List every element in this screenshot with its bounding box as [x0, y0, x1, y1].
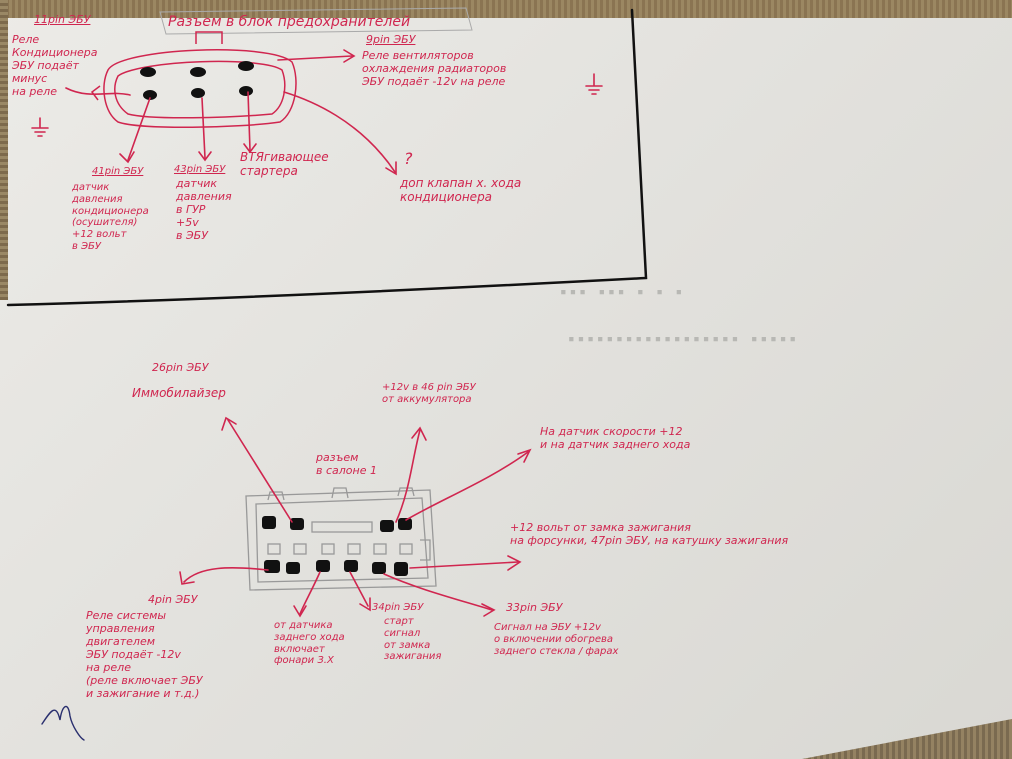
pin11-label: 11pin ЭБУ [34, 13, 91, 26]
bottom-arrows [179, 416, 532, 618]
reverse-sensor-label: от датчика заднего хода включает фонари … [274, 620, 345, 667]
pin34-label: 34pin ЭБУ [372, 602, 424, 613]
pin34-description: старт сигнал от замка зажигания [384, 616, 442, 663]
ghost-print-1: ▪▪▪ ▪▪▪ ▪ ▪ ▪ [560, 285, 686, 298]
carpet-background-left [0, 0, 8, 300]
connector-pin-holes [140, 61, 254, 100]
pin46-label: +12v в 46 pin ЭБУ от аккумулятора [382, 382, 476, 405]
blue-scribble [41, 705, 85, 741]
pin33-description: Сигнал на ЭБУ +12v о включении обогрева … [494, 622, 619, 657]
cabin-connector-title: разъем в салоне 1 [316, 451, 377, 477]
pin9-description: Реле вентиляторов охлаждения радиаторов … [362, 49, 507, 88]
cabin-connector-pins [262, 516, 412, 576]
pin9-label: 9pin ЭБУ [366, 33, 416, 46]
fuse-box-connector-title: Разъем в блок предохранителей [168, 14, 411, 30]
carpet-background-top [0, 0, 1012, 18]
top-box-border [6, 8, 648, 307]
ghost-print-2: ▪▪▪▪▪▪▪▪▪▪▪▪▪▪▪▪▪▪ ▪▪▪▪▪ [568, 332, 799, 345]
pin41-description: датчик давления кондиционера (осушителя)… [72, 182, 149, 252]
speed-sensor-label: На датчик скорости +12 и на датчик задне… [540, 425, 691, 451]
pin33-label: 33pin ЭБУ [506, 601, 563, 614]
pin43-label: 43pin ЭБУ [174, 164, 226, 175]
pin4-description: Реле системы управления двигателем ЭБУ п… [86, 609, 203, 700]
ac-valve-label: доп клапан х. хода кондиционера [400, 176, 522, 205]
top-arrows [31, 49, 603, 176]
starter-label: ВТЯгивающее стартера [240, 150, 329, 179]
question-mark: ? [404, 149, 413, 168]
pin41-label: 41pin ЭБУ [92, 166, 144, 177]
ignition-label: +12 вольт от замка зажигания на форсунки… [510, 521, 789, 547]
pin26-description: Иммобилайзер [132, 386, 226, 400]
title-box [159, 7, 473, 35]
pin43-description: датчик давления в ГУР +5v в ЭБУ [176, 177, 232, 242]
pin4-label: 4pin ЭБУ [148, 593, 198, 606]
pin11-description: Реле Кондиционера ЭБУ подаёт минус на ре… [12, 33, 98, 98]
fuse-box-connector [90, 31, 297, 129]
cabin-connector [245, 487, 437, 591]
pin26-label: 26pin ЭБУ [152, 361, 209, 374]
